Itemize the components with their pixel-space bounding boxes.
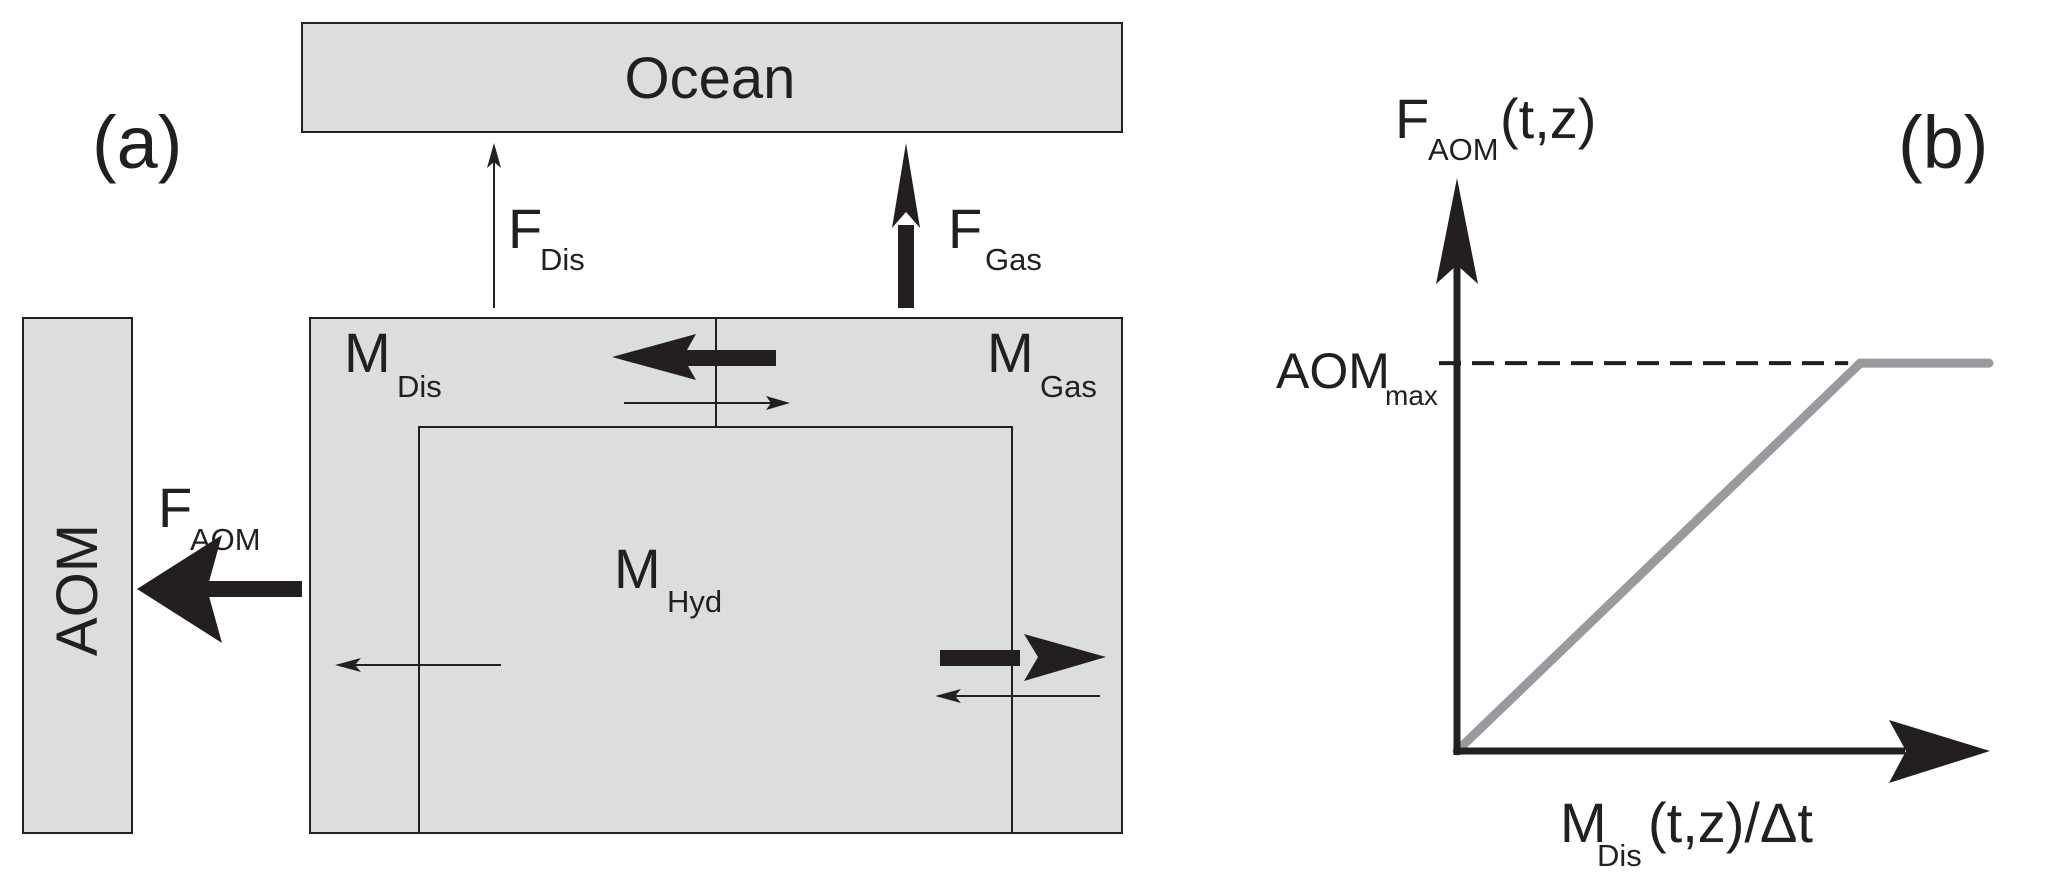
f-dis-label: F Dis bbox=[508, 197, 585, 277]
dis-to-gas-arrow bbox=[624, 396, 790, 410]
y-axis-label: F AOM (t,z) bbox=[1395, 87, 1596, 167]
f-aom-arrow bbox=[137, 535, 302, 643]
threshold-label: AOM max bbox=[1276, 343, 1438, 411]
panel-a: (a) Ocean AOM M Dis M Gas M Hyd bbox=[22, 22, 1123, 834]
y-axis bbox=[1436, 178, 1478, 755]
hyd-to-dis-arrow bbox=[335, 658, 501, 672]
f-gas-arrow bbox=[892, 143, 920, 308]
svg-text:Dis: Dis bbox=[1597, 838, 1642, 873]
m-dis-label: M Dis bbox=[344, 321, 442, 404]
svg-text:F: F bbox=[1395, 87, 1429, 150]
gas-to-hyd-arrow bbox=[935, 689, 1100, 703]
chart-plot bbox=[1439, 358, 1994, 756]
svg-text:(t,z)/Δt: (t,z)/Δt bbox=[1648, 791, 1813, 854]
panel-b: (b) F AOM (t,z) M Dis (t,z)/Δt AOM max bbox=[1276, 87, 1994, 873]
svg-text:Dis: Dis bbox=[397, 369, 442, 404]
svg-text:AOM: AOM bbox=[1428, 132, 1499, 167]
svg-text:F: F bbox=[948, 197, 982, 260]
svg-text:Dis: Dis bbox=[540, 242, 585, 277]
f-gas-label: F Gas bbox=[948, 197, 1042, 277]
svg-text:M: M bbox=[1560, 791, 1607, 854]
m-gas-label: M Gas bbox=[987, 321, 1097, 404]
panel-b-label: (b) bbox=[1898, 101, 1988, 184]
svg-text:M: M bbox=[344, 321, 391, 384]
x-axis-label: M Dis (t,z)/Δt bbox=[1560, 791, 1813, 873]
aom-box bbox=[22, 317, 133, 834]
ocean-label: Ocean bbox=[625, 46, 796, 111]
panel-a-label: (a) bbox=[92, 101, 182, 184]
svg-text:AOM: AOM bbox=[190, 522, 261, 557]
svg-text:max: max bbox=[1385, 380, 1438, 411]
svg-text:Gas: Gas bbox=[1040, 369, 1097, 404]
x-axis-arrowhead bbox=[1889, 720, 1990, 783]
svg-text:Hyd: Hyd bbox=[667, 584, 722, 619]
svg-text:M: M bbox=[987, 321, 1034, 384]
f-aom-label: F AOM bbox=[158, 476, 261, 557]
svg-text:Gas: Gas bbox=[985, 242, 1042, 277]
m-hyd-label: M Hyd bbox=[614, 537, 722, 619]
svg-text:F: F bbox=[508, 197, 542, 260]
y-axis-arrowhead bbox=[1436, 178, 1478, 284]
ocean-box bbox=[301, 22, 1123, 133]
svg-text:AOM: AOM bbox=[1276, 343, 1390, 399]
aom-label: AOM bbox=[45, 524, 110, 656]
svg-text:M: M bbox=[614, 537, 661, 600]
svg-text:F: F bbox=[158, 476, 192, 539]
f-aom-curve bbox=[1452, 358, 1994, 756]
f-dis-arrow bbox=[487, 143, 501, 308]
hyd-to-gas-arrow bbox=[940, 634, 1106, 681]
x-axis bbox=[1454, 720, 1990, 783]
svg-text:(t,z): (t,z) bbox=[1500, 87, 1596, 150]
gas-to-dis-arrow bbox=[612, 334, 776, 380]
